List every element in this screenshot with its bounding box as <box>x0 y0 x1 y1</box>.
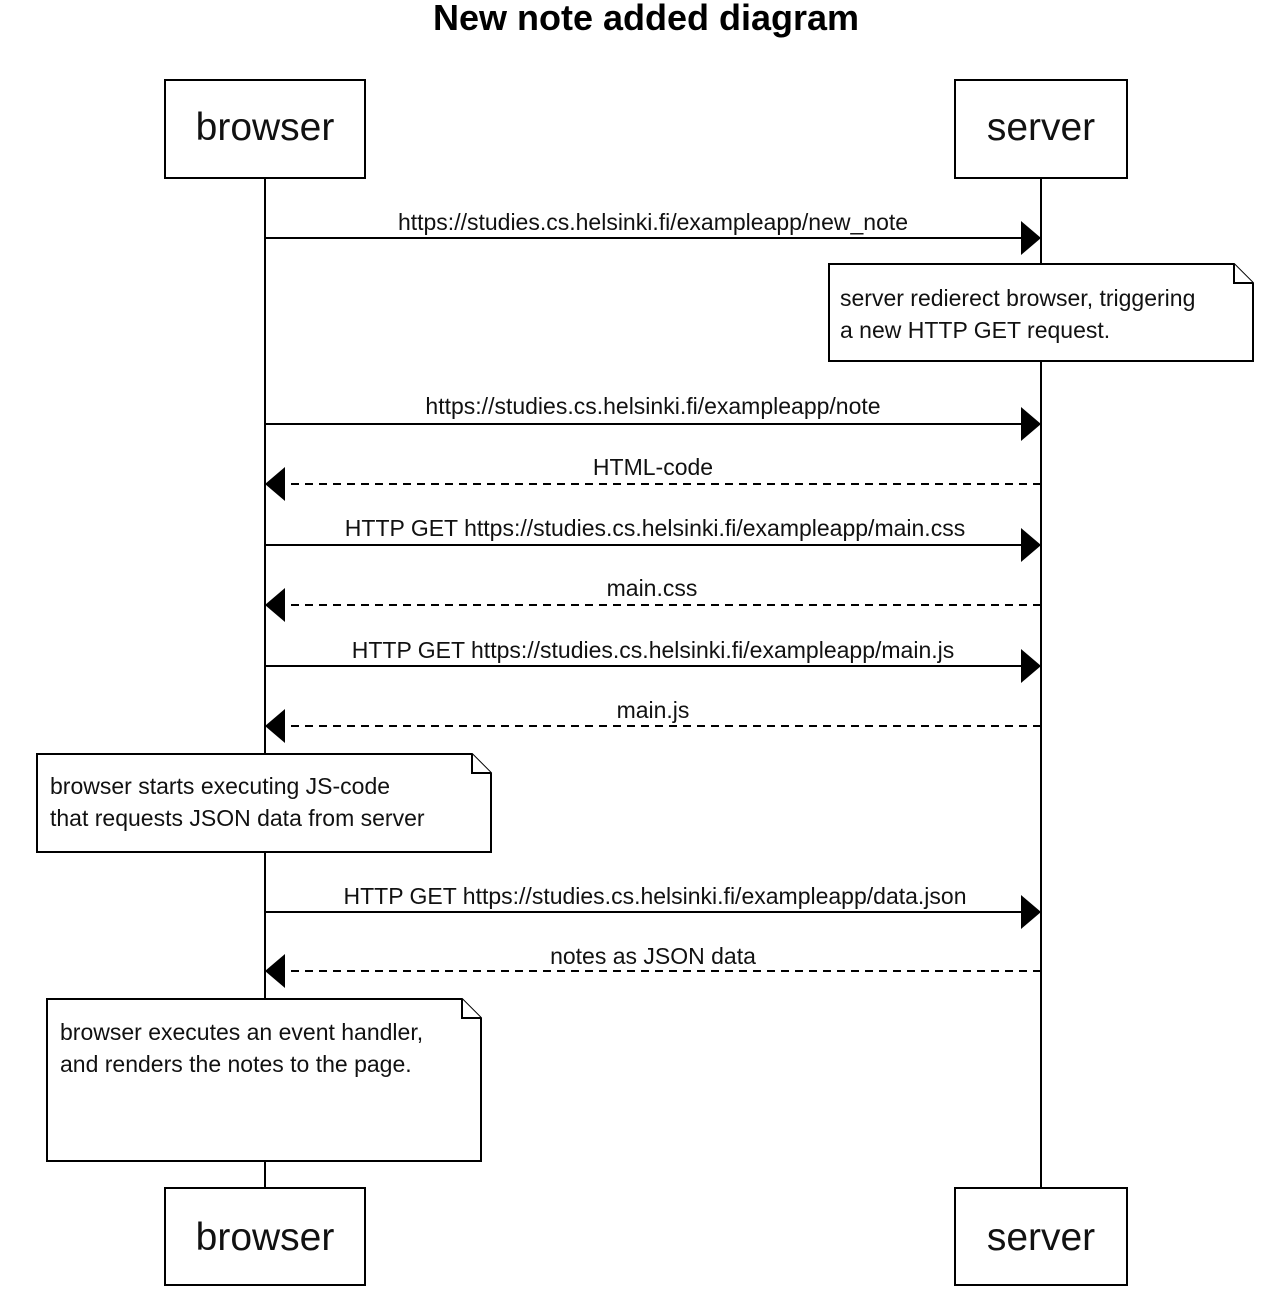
message-get-data-json: HTTP GET https://studies.cs.helsinki.fi/… <box>265 883 1041 929</box>
note-line: a new HTTP GET request. <box>840 317 1110 343</box>
message-label: HTTP GET https://studies.cs.helsinki.fi/… <box>352 637 955 663</box>
message-label: main.js <box>617 697 690 723</box>
note-line: and renders the notes to the page. <box>60 1051 412 1077</box>
message-label: HTML-code <box>593 454 713 480</box>
arrow-head-right <box>1021 649 1041 683</box>
message-label: https://studies.cs.helsinki.fi/exampleap… <box>425 393 880 419</box>
note-line: that requests JSON data from server <box>50 805 425 831</box>
arrow-head-right <box>1021 528 1041 562</box>
message-label: HTTP GET https://studies.cs.helsinki.fi/… <box>344 883 967 909</box>
note-line: browser executes an event handler, <box>60 1019 423 1045</box>
message-main-css: main.css <box>265 575 1041 622</box>
diagram-title: New note added diagram <box>433 0 859 38</box>
arrow-head-right <box>1021 221 1041 255</box>
message-label: HTTP GET https://studies.cs.helsinki.fi/… <box>345 515 965 541</box>
arrow-head-left <box>265 588 285 622</box>
arrow-head-left <box>265 709 285 743</box>
message-label: https://studies.cs.helsinki.fi/exampleap… <box>398 209 908 235</box>
participant-label: browser <box>196 1216 335 1259</box>
message-note: https://studies.cs.helsinki.fi/exampleap… <box>265 393 1041 441</box>
note-line: server redierect browser, triggering <box>840 285 1195 311</box>
note-browser-executes-js: browser starts executing JS-code that re… <box>36 753 492 853</box>
participant-label: server <box>987 1216 1095 1259</box>
participant-label: server <box>987 106 1095 149</box>
message-notes-json: notes as JSON data <box>265 943 1041 988</box>
arrow-head-left <box>265 954 285 988</box>
arrow-head-right <box>1021 407 1041 441</box>
message-get-main-js: HTTP GET https://studies.cs.helsinki.fi/… <box>265 637 1041 683</box>
participant-browser-top: browser <box>164 79 366 179</box>
note-browser-renders-notes: browser executes an event handler, and r… <box>46 998 482 1162</box>
participant-server-bottom: server <box>954 1187 1128 1286</box>
participant-browser-bottom: browser <box>164 1187 366 1286</box>
note-server-redirect: server redierect browser, triggering a n… <box>828 263 1254 362</box>
message-main-js: main.js <box>265 697 1041 743</box>
message-html-code: HTML-code <box>265 454 1041 501</box>
note-line: browser starts executing JS-code <box>50 773 390 799</box>
message-label: main.css <box>607 575 698 601</box>
message-get-main-css: HTTP GET https://studies.cs.helsinki.fi/… <box>265 515 1041 562</box>
arrow-head-right <box>1021 895 1041 929</box>
arrow-head-left <box>265 467 285 501</box>
participant-server-top: server <box>954 79 1128 179</box>
message-new-note: https://studies.cs.helsinki.fi/exampleap… <box>265 209 1041 255</box>
message-label: notes as JSON data <box>550 943 756 969</box>
participant-label: browser <box>196 106 335 149</box>
